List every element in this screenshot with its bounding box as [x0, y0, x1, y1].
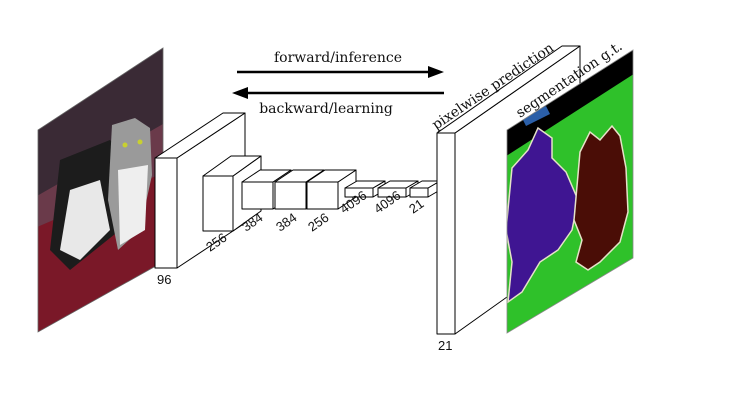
layer-label: 384	[273, 210, 299, 235]
layer-label: 21	[406, 196, 426, 217]
layer-block	[306, 169, 357, 210]
backward-arrow	[232, 87, 444, 99]
layer-label: 256	[305, 210, 331, 235]
forward-label: forward/inference	[274, 50, 402, 66]
forward-arrow	[237, 66, 444, 78]
backward-label: backward/learning	[259, 101, 393, 117]
input-image	[37, 47, 164, 333]
output-size-label: 21	[438, 338, 452, 353]
layer-label: 96	[157, 272, 171, 287]
